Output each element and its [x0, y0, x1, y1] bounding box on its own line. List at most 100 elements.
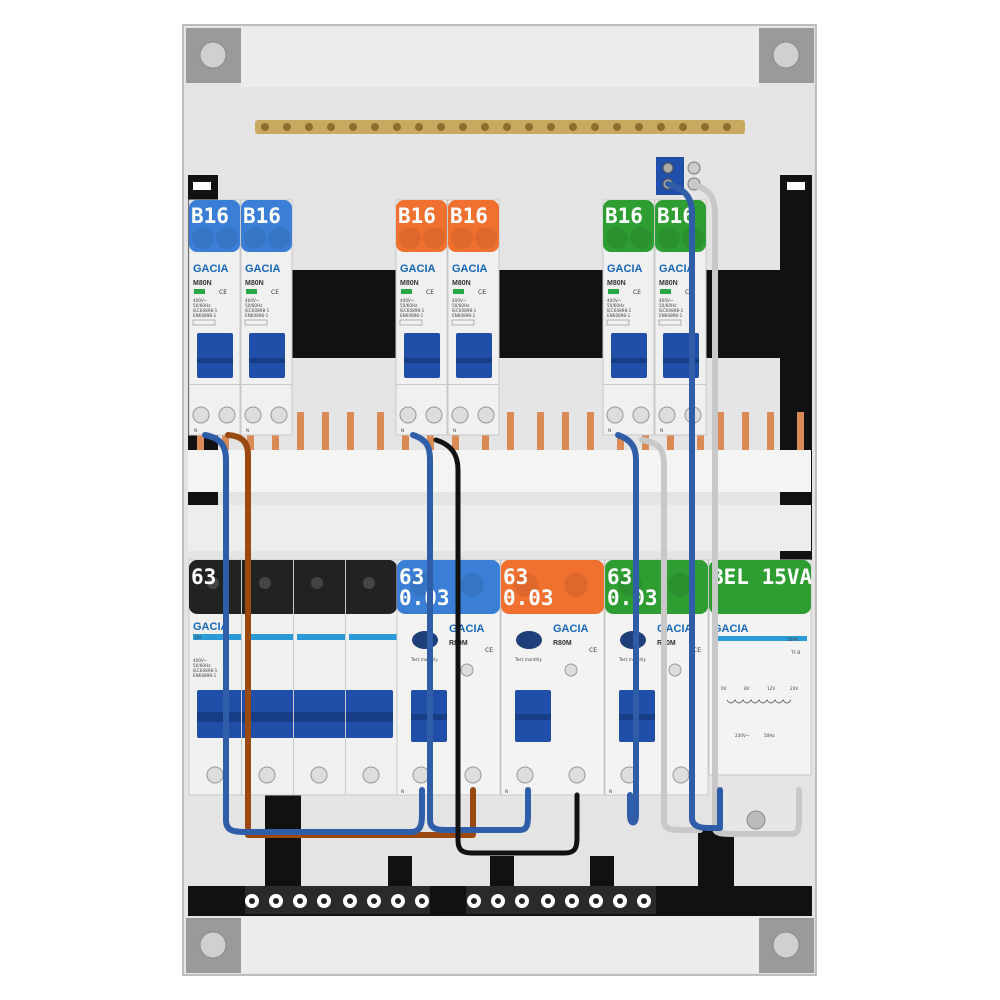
terminal-screw: [606, 406, 624, 424]
rcd-cap: [397, 560, 500, 614]
main-switch-rating: 63: [191, 565, 216, 589]
rcd-test-label: Test monthly: [618, 657, 646, 662]
earth-hole: [657, 123, 665, 131]
cert-mark: CE: [219, 289, 227, 296]
wiring: [202, 181, 802, 856]
earth-hole: [415, 123, 423, 131]
terminal-screw: [516, 766, 534, 784]
mcb-toggle[interactable]: [456, 333, 492, 378]
mcb-b5: B16GACIAM80NCE400V~50/60HzIEC60898-1EN60…: [602, 199, 655, 436]
mcb-model: M80N: [193, 280, 212, 287]
comb-tooth: [797, 412, 804, 450]
wire-black: [433, 437, 580, 856]
mcb-rating-label: B16: [398, 204, 436, 228]
neutral-terminal-bar: [188, 795, 812, 916]
mcb-model: M80N: [607, 280, 626, 287]
mcb-rating-label: B16: [605, 204, 643, 228]
terminal-screw: [746, 810, 766, 830]
rcd-rating: 63: [607, 565, 632, 589]
neutral-mark: N: [246, 428, 249, 433]
mcb-cap: [448, 200, 499, 252]
rcd-sensitivity: 0.03: [399, 586, 450, 610]
rcd-test-label: Test monthly: [410, 657, 438, 662]
neutral-mark: N: [660, 428, 663, 433]
mcb-model: M80N: [245, 280, 264, 287]
earth-hole: [437, 123, 445, 131]
neutral-mark: N: [505, 789, 508, 794]
earth-hole: [635, 123, 643, 131]
terminal-block: [656, 157, 701, 195]
earth-hole: [327, 123, 335, 131]
mcb-toggle[interactable]: [611, 333, 647, 378]
terminal-screw: [192, 406, 210, 424]
mcb-spec-line: 50/60Hz: [452, 303, 470, 308]
cert-mark: CE: [693, 647, 701, 654]
cert-mark: CE: [485, 647, 493, 654]
neutral-mark: N: [401, 789, 404, 794]
rcd-brand: GACIA: [553, 623, 589, 635]
comb-tooth: [377, 412, 384, 450]
mcb-brand: GACIA: [607, 263, 643, 275]
wire-blue-1: [202, 432, 425, 835]
test-button[interactable]: [516, 631, 542, 649]
mcb-b4: B16GACIAM80NCE400V~50/60HzIEC60898-1EN60…: [447, 199, 500, 436]
earth-hole: [261, 123, 269, 131]
cert-mark: CE: [478, 289, 486, 296]
rcd-brand: GACIA: [449, 623, 485, 635]
earth-hole: [723, 123, 731, 131]
terminal-screw: [425, 406, 443, 424]
mcb-brand: GACIA: [452, 263, 488, 275]
mcb-cap: [189, 200, 240, 252]
mcb-spec-line: 400V~: [659, 298, 674, 303]
transformer-tap: 24V: [790, 686, 798, 691]
neutral-mark: N: [609, 789, 612, 794]
comb-tooth: [742, 412, 749, 450]
terminal-screw: [632, 406, 650, 424]
comb-busbar: [188, 412, 811, 551]
wire-grey-2: [691, 182, 802, 837]
transformer-model: TF-B: [790, 650, 800, 655]
earth-hole: [701, 123, 709, 131]
earth-hole: [569, 123, 577, 131]
mcb-toggle[interactable]: [197, 333, 233, 378]
cert-mark: CE: [426, 289, 434, 296]
terminal-screw: [399, 406, 417, 424]
mcb-spec-line: EN60898-1: [400, 313, 424, 318]
side-rail-right: [780, 175, 812, 560]
rcd-cap: [605, 560, 708, 614]
mcb-brand: GACIA: [400, 263, 436, 275]
terminal-screw: [464, 766, 482, 784]
main-switch-brand: GACIA: [193, 621, 229, 633]
mcb-rating-label: B16: [450, 204, 488, 228]
mcb-cap: [603, 200, 654, 252]
mcb-model: M80N: [452, 280, 471, 287]
rcd-rating: 63: [399, 565, 424, 589]
rcd-test-label: Test monthly: [514, 657, 542, 662]
mcb-toggle[interactable]: [404, 333, 440, 378]
terminal-screw: [258, 766, 276, 784]
test-button[interactable]: [412, 631, 438, 649]
mcb-row: B16GACIAM80NCE400V~50/60HzIEC60898-1EN60…: [188, 199, 707, 436]
wire-blue-3: [615, 432, 639, 826]
comb-tooth: [537, 412, 544, 450]
mcb-spec-line: IEC60898-1: [607, 308, 632, 313]
transformer-cap: [709, 560, 811, 614]
comb-tooth: [297, 412, 304, 450]
transformer-tap: 8V: [744, 686, 750, 691]
neutral-mark: N: [194, 428, 197, 433]
mcb-toggle[interactable]: [249, 333, 285, 378]
main-switch-spec-line: 400V~: [193, 658, 208, 663]
mcb-spec-line: EN60898-1: [659, 313, 683, 318]
main-switch-spec-line: IEC60898-1: [193, 668, 218, 673]
mcb-spec-line: EN60898-1: [607, 313, 631, 318]
cert-mark: CE: [589, 647, 597, 654]
mcb-spec-line: 50/60Hz: [659, 303, 677, 308]
terminal-screw: [218, 406, 236, 424]
mcb-spec-line: EN60898-1: [452, 313, 476, 318]
terminal-screw: [310, 766, 328, 784]
transformer-label: BEL 15VA: [711, 565, 813, 589]
cert-mark: CE: [271, 289, 279, 296]
earth-hole: [305, 123, 313, 131]
